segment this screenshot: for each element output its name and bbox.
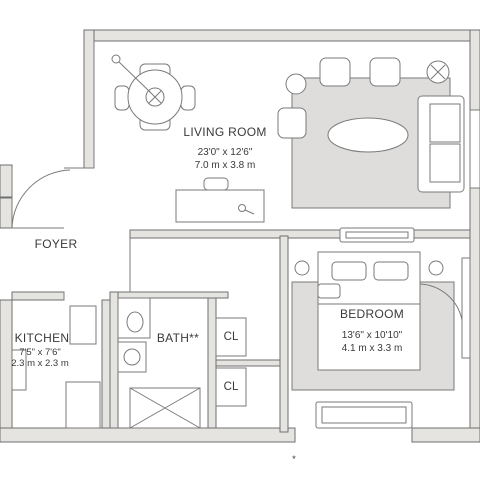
wall-bedroom-left xyxy=(279,235,289,433)
nightstand-lamp-icon xyxy=(428,260,444,276)
pillow xyxy=(373,261,409,281)
living-room-label: LIVING ROOM xyxy=(183,125,266,139)
wall-bath-left xyxy=(109,291,119,429)
kitchen-dim-imperial: 7'5" x 7'6" xyxy=(19,347,61,358)
coffee-table xyxy=(327,117,409,153)
pillow xyxy=(331,261,367,281)
wall-living-left xyxy=(83,29,95,169)
fridge xyxy=(69,305,97,345)
living-room-dim-metric: 7.0 m x 3.8 m xyxy=(195,160,256,171)
counter xyxy=(65,381,101,429)
closet-2-label: CL xyxy=(224,381,239,393)
armchair xyxy=(319,57,351,87)
desk-chair xyxy=(203,177,229,191)
armchair xyxy=(369,57,401,87)
wall-right xyxy=(469,29,480,441)
throw-pillow xyxy=(317,283,341,299)
closets xyxy=(215,317,247,407)
living-room-dim-imperial: 23'0" x 12'6" xyxy=(198,147,253,158)
bedroom-label: BEDROOM xyxy=(340,307,404,321)
bedroom-dim-imperial: 13'6" x 10'10" xyxy=(342,330,403,341)
wall-closets-mid xyxy=(215,359,281,367)
footnote-mark: * xyxy=(292,454,296,465)
wall-closet-left xyxy=(207,297,217,429)
lamp-icon xyxy=(285,73,307,95)
nightstand-lamp-icon xyxy=(294,260,310,276)
sink xyxy=(126,311,144,333)
bath-label: BATH** xyxy=(157,331,199,345)
window xyxy=(469,109,480,189)
wall-living-bedroom xyxy=(129,229,471,239)
desk-lamp-icon xyxy=(238,204,246,212)
bedroom-dim-metric: 4.1 m x 3.3 m xyxy=(342,343,403,354)
dining-set xyxy=(111,54,196,131)
desk xyxy=(175,177,265,223)
walls xyxy=(0,29,480,443)
kitchen-fixtures xyxy=(11,305,101,429)
kitchen-label: KITCHEN xyxy=(15,331,70,345)
wall-foyer-bottom xyxy=(11,291,65,301)
closet-1 xyxy=(215,317,247,357)
interior-lines xyxy=(12,41,131,300)
entry-door xyxy=(11,168,71,229)
bath-fixtures xyxy=(117,297,201,429)
room-labels: LIVING ROOM 23'0" x 12'6" 7.0 m x 3.8 m … xyxy=(11,125,404,465)
wall-kitchen-right xyxy=(101,299,111,429)
dining-chair xyxy=(114,85,130,111)
closet-1-label: CL xyxy=(224,331,239,343)
bedroom-furniture xyxy=(291,251,471,391)
living-furniture xyxy=(277,57,480,209)
wall-left-upper xyxy=(0,164,13,198)
dining-chair xyxy=(180,85,196,111)
toilet xyxy=(123,348,141,366)
wall-left-mid xyxy=(0,197,13,229)
foyer-label: FOYER xyxy=(35,237,78,251)
wall-bottom-right xyxy=(411,427,480,443)
closet-2 xyxy=(215,367,247,407)
wall-top xyxy=(83,29,480,42)
stove xyxy=(11,349,27,391)
wall-left-lower xyxy=(0,299,13,441)
bedroom-door xyxy=(419,283,463,321)
wall-bath-top xyxy=(117,291,229,299)
radiators xyxy=(315,227,415,429)
kitchen-dim-metric: 2.3 m x 2.3 m xyxy=(11,358,69,369)
wall-bottom-left xyxy=(0,427,296,443)
armchair xyxy=(277,107,307,139)
